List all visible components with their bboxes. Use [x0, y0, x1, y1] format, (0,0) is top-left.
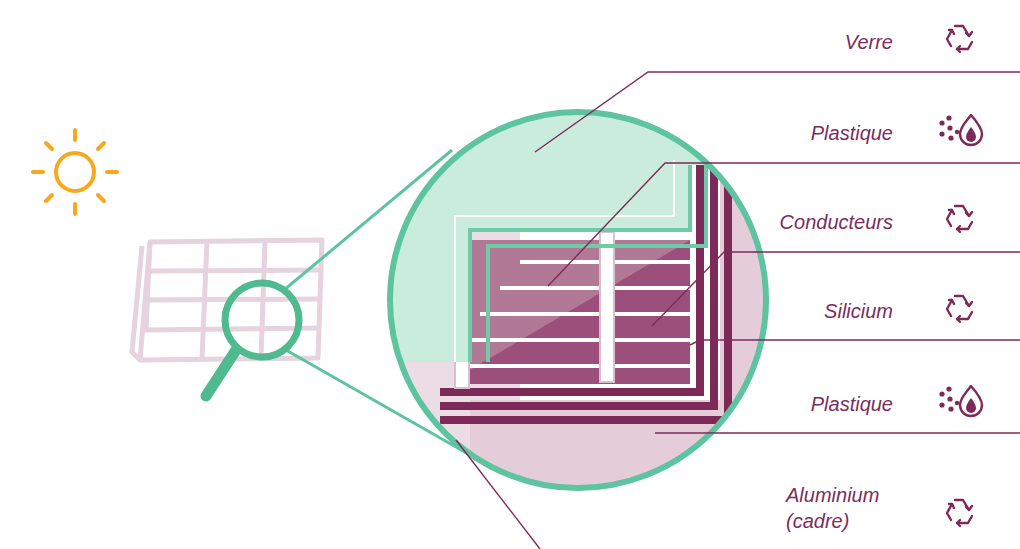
magnifier: [206, 283, 299, 396]
zoom-circle: [390, 112, 766, 488]
material-label: Plastique: [811, 391, 893, 417]
material-label: Conducteurs: [780, 209, 893, 235]
leader-lines: [456, 72, 1020, 549]
material-label: Verre: [845, 29, 893, 55]
material-label: Plastique: [811, 120, 893, 146]
sun-icon: [33, 130, 117, 214]
material-label: Silicium: [824, 298, 893, 324]
solar-panel: [132, 240, 322, 360]
material-icons: [939, 26, 982, 526]
material-label: Aluminium (cadre): [786, 482, 890, 534]
